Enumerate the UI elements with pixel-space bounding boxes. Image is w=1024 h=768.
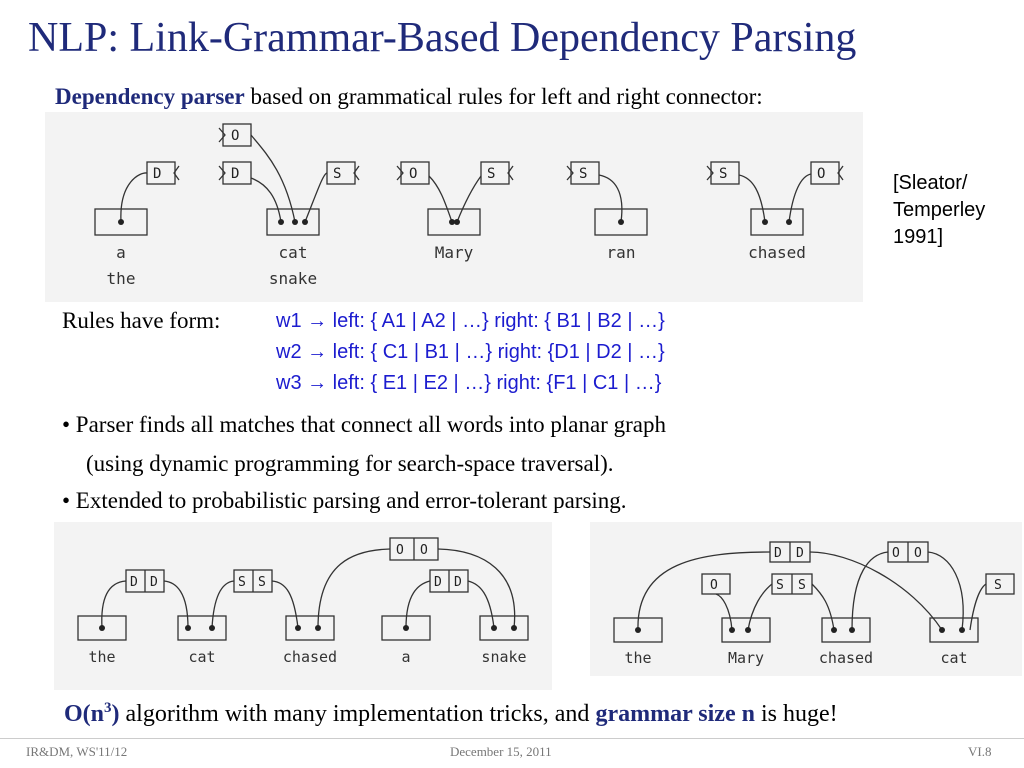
complexity-bold: O(n [64, 701, 105, 727]
complexity-bold-close: ) [111, 701, 120, 727]
citation-line: Temperley [893, 199, 986, 221]
bottom-left-link-diagram: D D S S D D O O the cat chased a snake [77, 537, 529, 666]
slide-title: NLP: Link-Grammar-Based Dependency Parsi… [28, 15, 857, 61]
connector-label: S [258, 575, 266, 590]
citation: [Sleator/ Temperley 1991] [893, 170, 985, 251]
rules-label: Rules have form: [62, 308, 221, 333]
connector-label: D [150, 575, 158, 590]
connector-label: O [396, 543, 404, 558]
connector-label: O [420, 543, 428, 558]
complexity-mid: algorithm with many implementation trick… [119, 701, 596, 727]
word-label: ran [607, 243, 636, 262]
connector-label: D [796, 546, 804, 561]
word-label: chased [819, 649, 873, 667]
connector-label: S [994, 578, 1002, 593]
bottom-left-diagram-panel: D D S S D D O O the cat chased a snake [54, 522, 552, 690]
footer-page: VI.8 [968, 744, 992, 759]
bullet-point: • Extended to probabilistic parsing and … [62, 488, 627, 513]
complexity-end: is huge! [754, 701, 838, 727]
word-label: chased [748, 243, 806, 262]
connector-label: S [487, 166, 495, 182]
bullet-continuation: (using dynamic programming for search-sp… [86, 451, 614, 476]
subtitle-bold: Dependency parser [55, 84, 245, 109]
connector-label: S [776, 578, 784, 593]
grammar-size-bold: grammar size n [595, 701, 755, 727]
connector-label: O [892, 546, 900, 561]
connector-label: O [710, 578, 718, 593]
connector-label: D [130, 575, 138, 590]
bottom-right-diagram-panel: D D O O O S S S the Mary chased cat [590, 522, 1022, 676]
citation-line: [Sleator/ [893, 172, 968, 194]
complexity-statement: O(n3) algorithm with many implementation… [64, 700, 838, 728]
connector-label: S [579, 166, 587, 182]
word-label: the [107, 269, 136, 288]
word-label: Mary [728, 649, 764, 667]
complexity-sup: 3 [104, 700, 112, 716]
connector-label: S [238, 575, 246, 590]
word-label: cat [188, 648, 215, 666]
citation-line: 1991] [893, 226, 944, 248]
connector-label: D [454, 575, 462, 590]
word-label: snake [269, 269, 317, 288]
word-label: cat [279, 243, 308, 262]
connector-label: S [798, 578, 806, 593]
connector-label: S [719, 166, 727, 182]
footer-left: IR&DM, WS'11/12 [26, 744, 128, 759]
connector-label: O [409, 166, 417, 182]
footer-divider [0, 738, 1024, 739]
rule-line: w1 → left: { A1 | A2 | …} right: { B1 | … [276, 310, 665, 332]
connector-label: O [817, 166, 825, 182]
word-label: snake [481, 648, 526, 666]
footer-date: December 15, 2011 [450, 744, 552, 759]
word-label: a [401, 648, 410, 666]
word-label: cat [940, 649, 967, 667]
bottom-right-link-diagram: D D O O O S S S the Mary chased cat [613, 541, 1015, 667]
connector-label: D [153, 166, 161, 182]
connector-label: D [231, 166, 239, 182]
top-diagram-panel: D O D S O S S S O a the cat snake Mary r… [45, 112, 863, 302]
connector-label: O [231, 128, 239, 144]
word-label: the [88, 648, 115, 666]
word-label: chased [283, 648, 337, 666]
word-label: a [116, 243, 126, 262]
connector-label: O [914, 546, 922, 561]
word-label: Mary [435, 243, 474, 262]
rule-line: w3 → left: { E1 | E2 | …} right: {F1 | C… [276, 372, 662, 394]
connector-label: S [333, 166, 341, 182]
word-label: the [624, 649, 651, 667]
rule-line: w2 → left: { C1 | B1 | …} right: {D1 | D… [276, 341, 665, 363]
top-link-diagram: D O D S O S S S O a the cat snake Mary r… [94, 123, 844, 288]
subtitle: Dependency parser based on grammatical r… [55, 84, 763, 110]
connector-label: D [774, 546, 782, 561]
connector-label: D [434, 575, 442, 590]
bullet-point: • Parser finds all matches that connect … [62, 412, 666, 437]
subtitle-rest: based on grammatical rules for left and … [244, 84, 763, 109]
